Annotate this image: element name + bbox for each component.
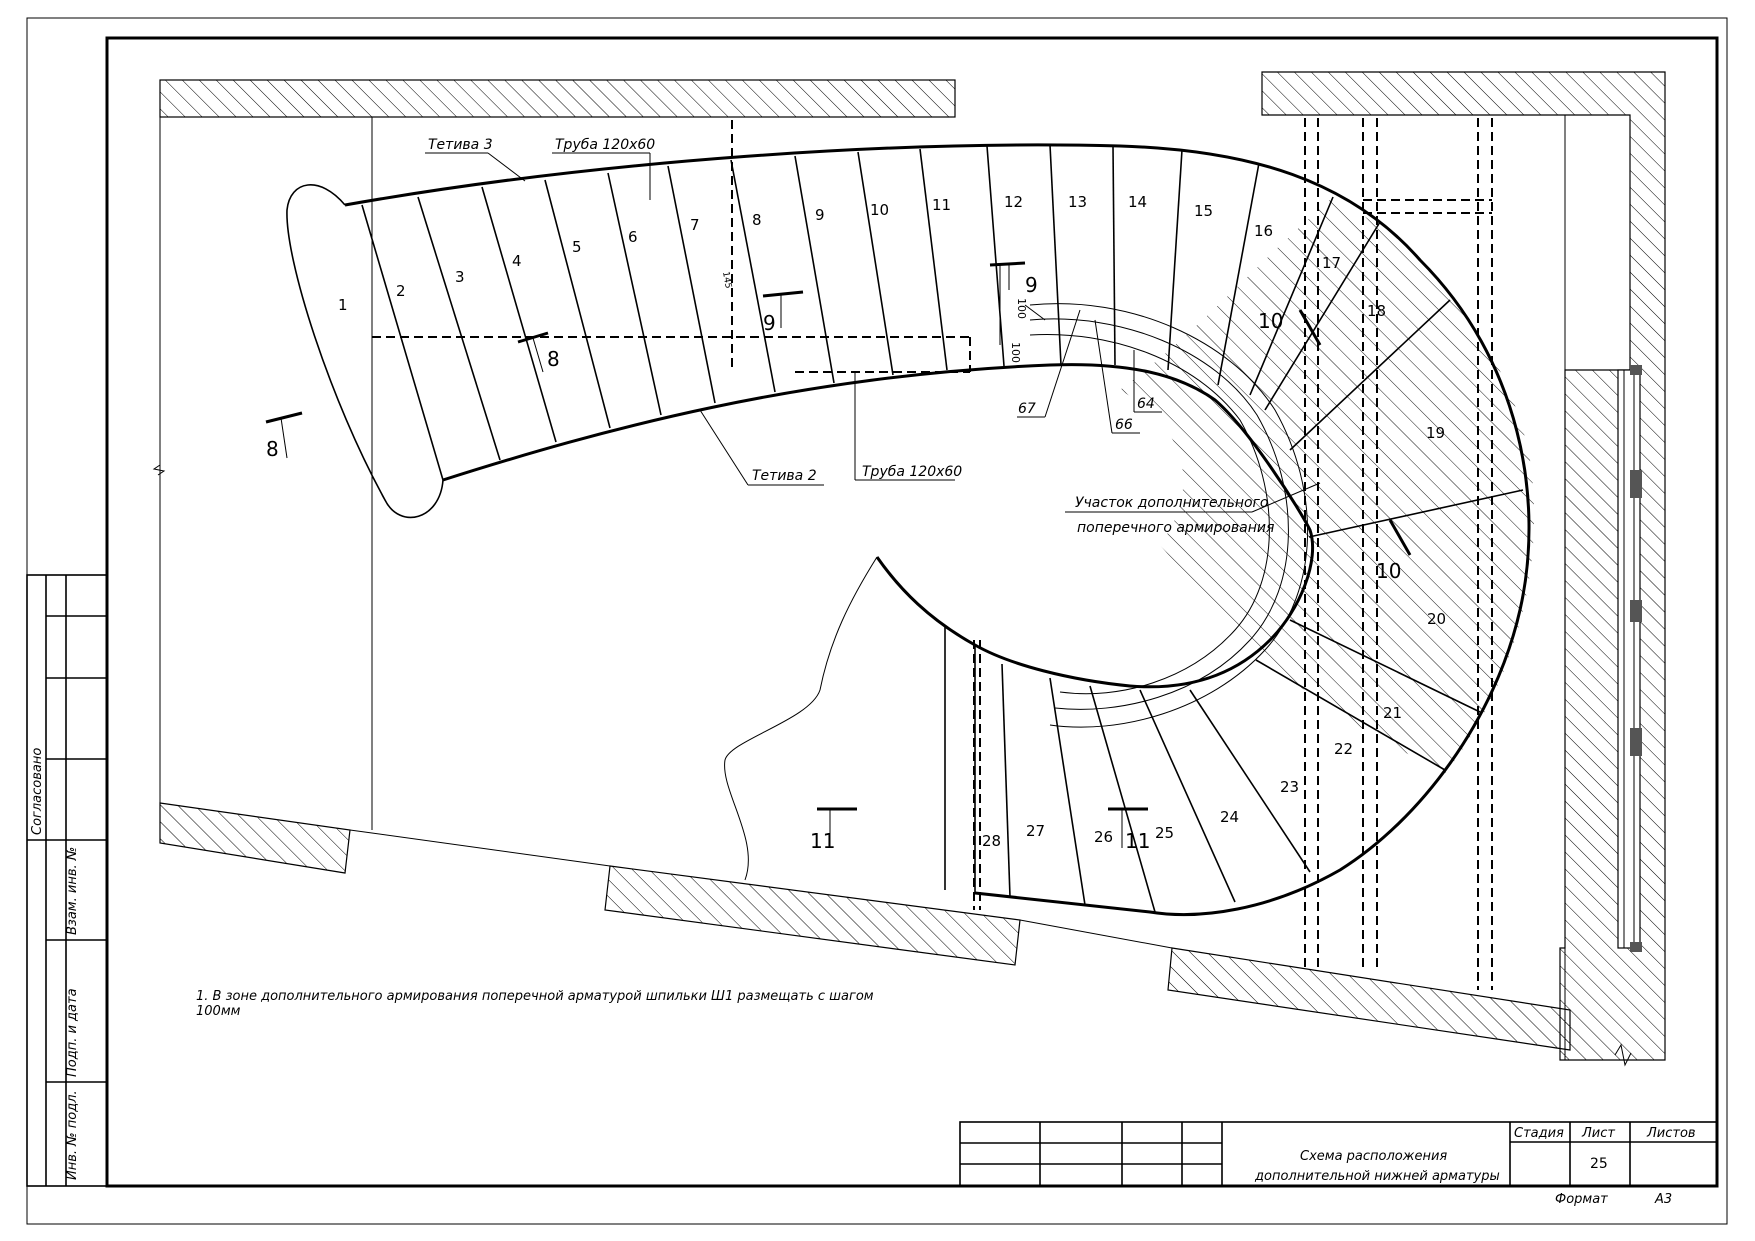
pipe-bottom-label: Труба 120х60 (862, 464, 962, 480)
window (1617, 365, 1642, 952)
step-number: 20 (1427, 610, 1446, 628)
section-10-label: 10 (1258, 309, 1283, 333)
step-number: 3 (455, 268, 465, 286)
step-lines (361, 144, 1524, 913)
wall-bottom-left (159, 802, 351, 874)
step-number: 28 (982, 832, 1001, 850)
inner-stringer (442, 363, 1315, 689)
wall-bottom-right (1167, 947, 1571, 1051)
step-number: 16 (1254, 222, 1273, 240)
reinforcement-arcs (1029, 303, 1309, 728)
general-note: 1. В зоне дополнительного армирования по… (196, 989, 874, 1019)
pipe-top-label: Труба 120х60 (555, 137, 655, 153)
stair-start (286, 184, 444, 519)
replace-inv-label: Взам. инв. № (65, 847, 80, 935)
section-11-label: 11 (810, 829, 835, 853)
winder-hatch (1120, 197, 1535, 780)
dimension-100: 100 (1009, 342, 1022, 363)
step-number: 11 (932, 196, 951, 214)
step-number: 4 (512, 252, 522, 270)
callout-67: 67 (1018, 401, 1036, 417)
sign-date-label: Подп. и дата (65, 988, 80, 1077)
note-line-1: 1. В зоне дополнительного армирования по… (196, 989, 874, 1004)
tetiva3-label: Тетива 3 (428, 137, 493, 153)
step-number: 1 (338, 296, 348, 314)
step-number: 26 (1094, 828, 1113, 846)
callout-66: 66 (1115, 417, 1133, 433)
step-number: 9 (815, 206, 825, 224)
section-8-label: 8 (547, 347, 560, 371)
wall-top-left (159, 79, 956, 118)
step-number: 17 (1322, 254, 1341, 272)
section-marks: 8 8 9 9 10 10 11 11 (265, 261, 1412, 853)
format-value: А3 (1654, 1192, 1672, 1207)
section-9-label: 9 (1025, 273, 1038, 297)
step-number: 8 (752, 211, 762, 229)
inv-orig-label: Инв. № подл. (65, 1090, 80, 1180)
outer-stringer (344, 143, 1531, 917)
zone-label-line1: Участок дополнительного (1075, 495, 1268, 511)
sheets-label: Листов (1646, 1126, 1696, 1141)
step-number: 23 (1280, 778, 1299, 796)
drawing-title-line2: дополнительной нижней арматуры (1254, 1169, 1500, 1184)
step-number: 14 (1128, 193, 1147, 211)
dimension-100: 100 (1015, 298, 1028, 319)
sheet-number: 25 (1590, 1156, 1608, 1172)
step-number: 12 (1004, 193, 1023, 211)
section-8-label: 8 (266, 437, 279, 461)
step-number: 2 (396, 282, 406, 300)
title-block: Схема расположения дополнительной нижней… (959, 1121, 1718, 1207)
section-9-label: 9 (763, 311, 776, 335)
step-number: 7 (690, 216, 700, 234)
stage-label: Стадия (1514, 1126, 1564, 1141)
step-number: 18 (1367, 302, 1386, 320)
side-stamp: Согласовано Взам. инв. № Подп. и дата Ин… (26, 574, 108, 1187)
break-outline (724, 556, 878, 881)
walls (159, 71, 1666, 1061)
section-10-label: 10 (1376, 559, 1401, 583)
step-number: 10 (870, 201, 889, 219)
room-outline (152, 115, 1632, 1067)
wall-bottom-mid (604, 865, 1021, 966)
drawing-title-line1: Схема расположения (1300, 1149, 1447, 1164)
note-line-2: 100мм (196, 1004, 241, 1019)
stair (286, 143, 1535, 917)
step-number: 21 (1383, 704, 1402, 722)
section-11-label: 11 (1125, 829, 1150, 853)
dimension-145: 145 (720, 271, 733, 290)
zone-label-line2: поперечного армирования (1077, 520, 1274, 536)
step-number: 22 (1334, 740, 1353, 758)
sheet-label: Лист (1581, 1126, 1615, 1141)
step-number: 19 (1426, 424, 1445, 442)
format-label: Формат (1555, 1192, 1608, 1207)
agreed-label: Согласовано (30, 748, 45, 835)
step-number: 27 (1026, 822, 1045, 840)
step-number: 15 (1194, 202, 1213, 220)
leaders: Тетива 3 Труба 120х60 Тетива 2 Труба 120… (425, 137, 1321, 536)
step-number: 6 (628, 228, 638, 246)
step-number: 13 (1068, 193, 1087, 211)
step-number: 5 (572, 238, 582, 256)
step-number: 24 (1220, 808, 1239, 826)
tetiva2-label: Тетива 2 (752, 468, 817, 484)
step-number: 25 (1155, 824, 1174, 842)
callout-64: 64 (1137, 396, 1155, 412)
step-numbers: 1 2 3 4 5 6 7 8 9 10 11 12 13 14 15 16 1… (338, 193, 1446, 850)
